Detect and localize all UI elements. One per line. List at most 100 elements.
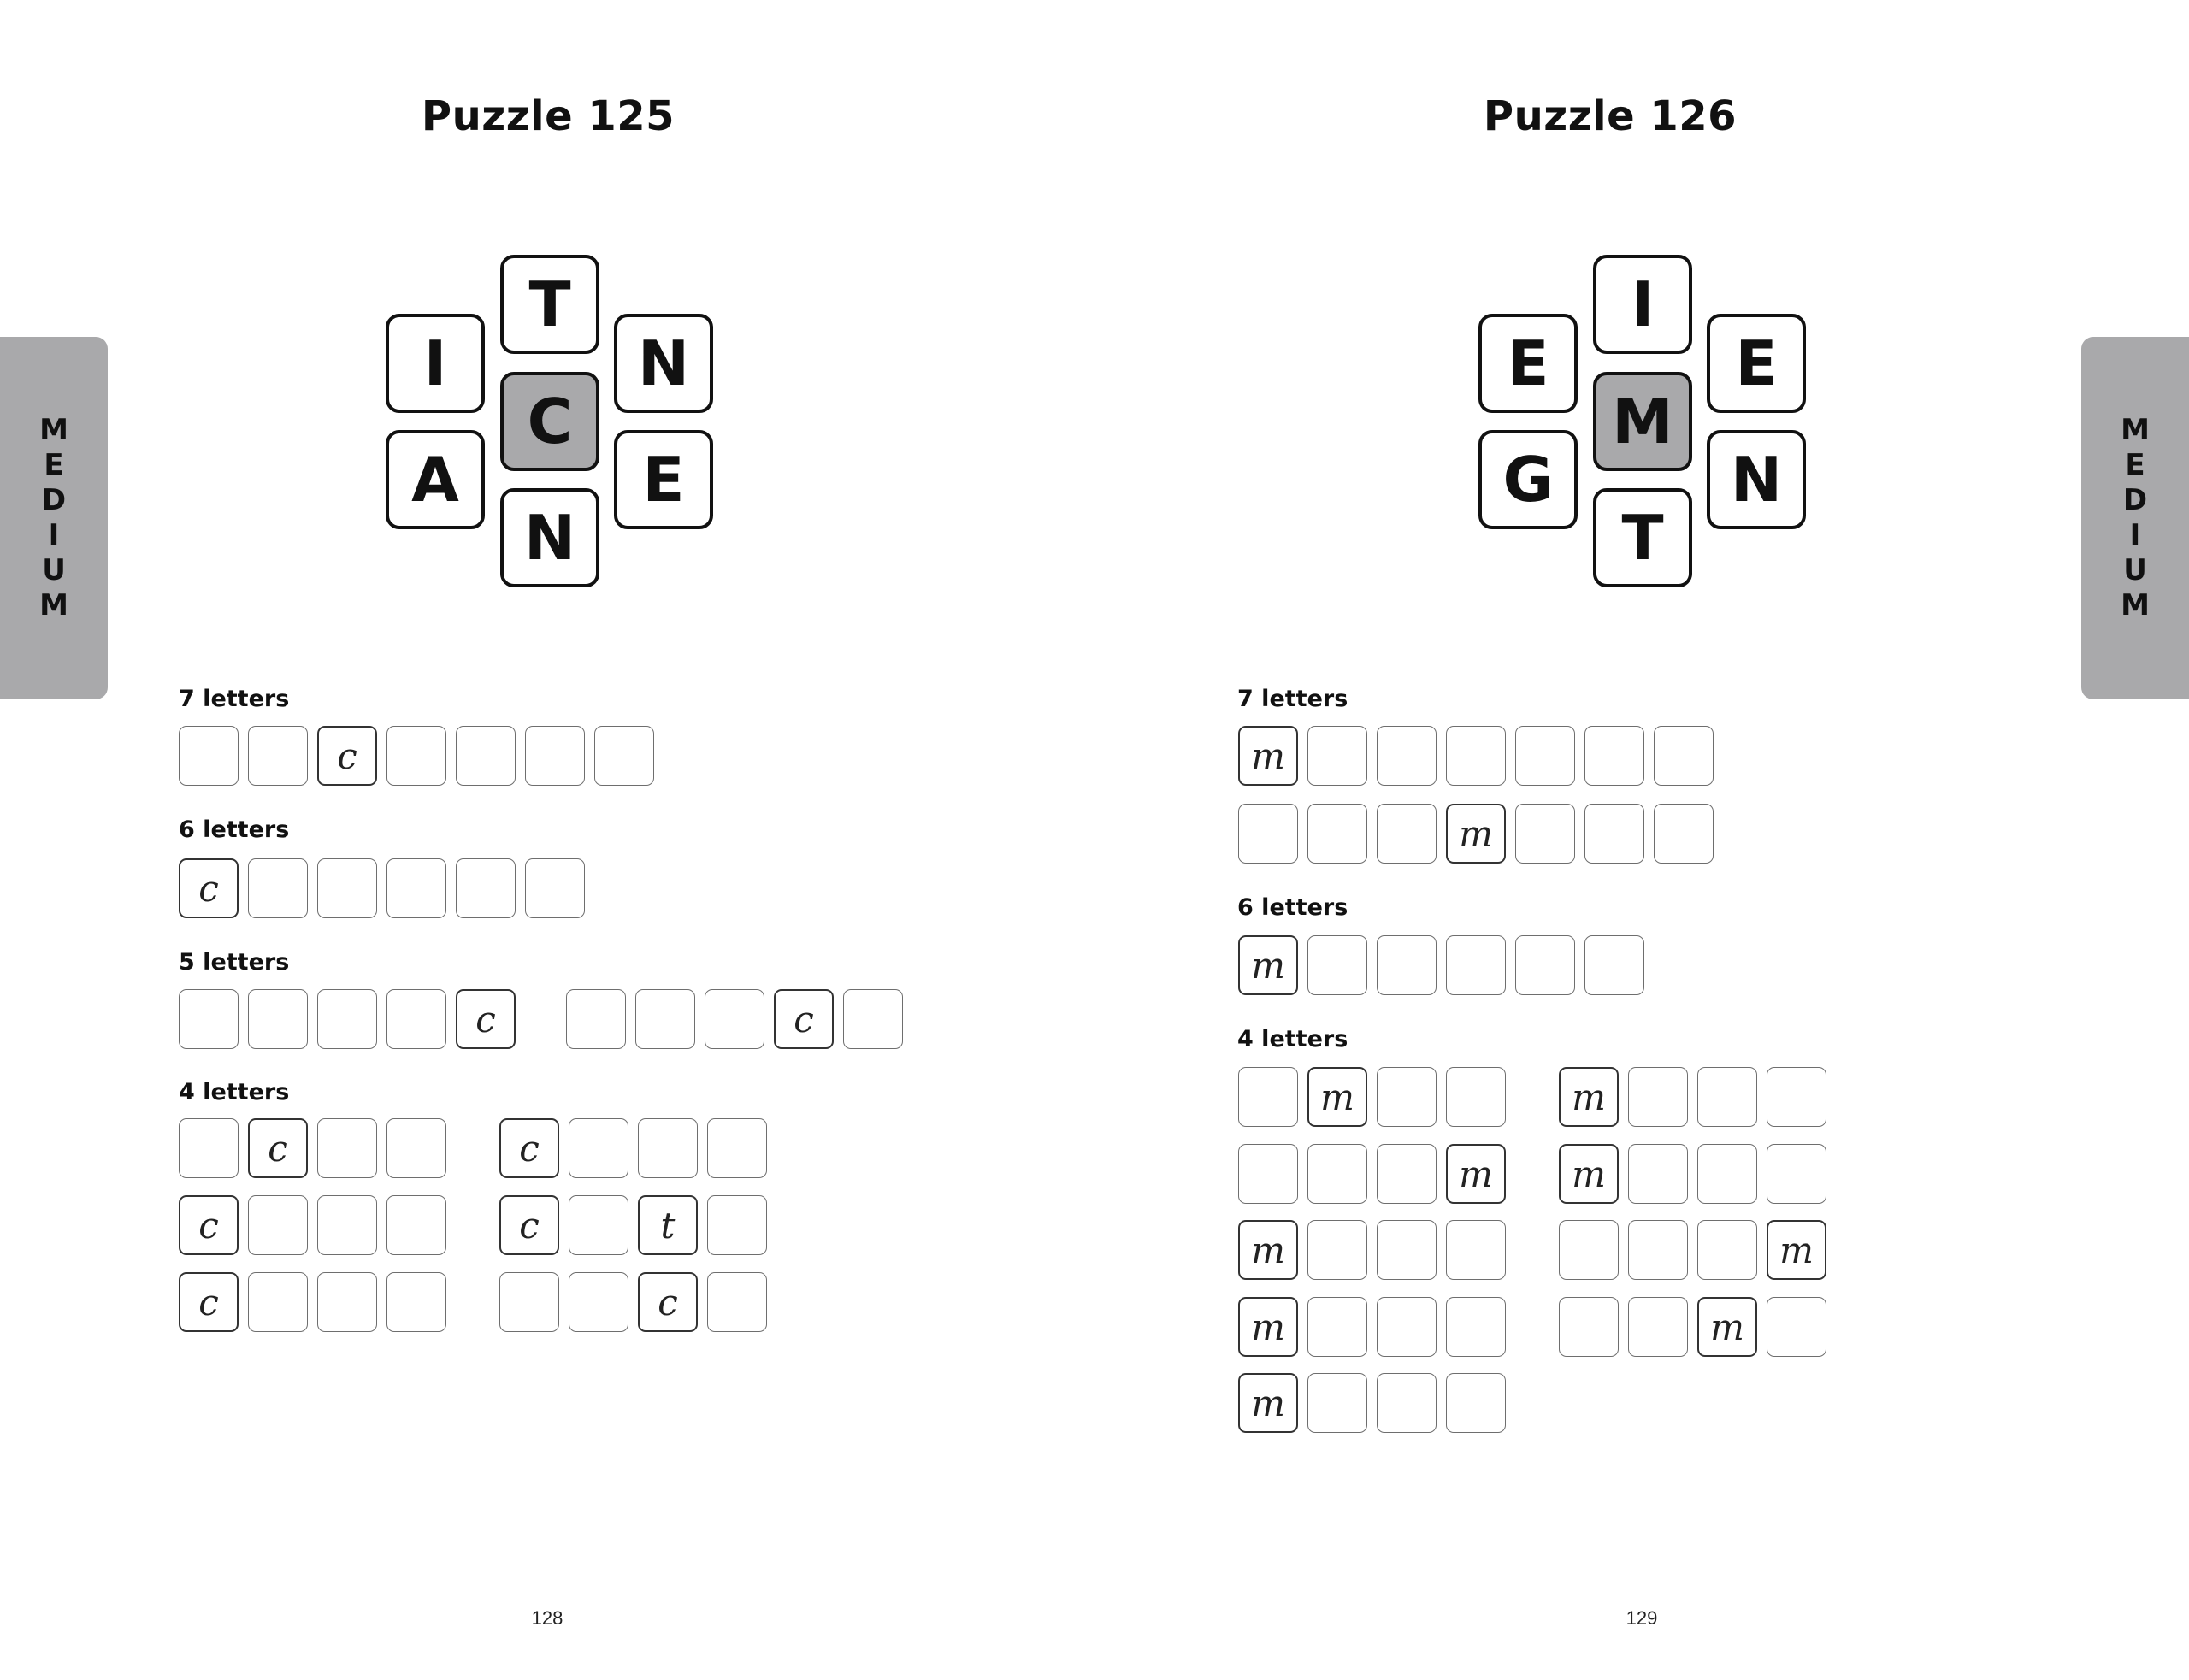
answer-box[interactable] bbox=[1628, 1297, 1688, 1357]
answer-box[interactable] bbox=[1446, 935, 1506, 995]
answer-box-given[interactable]: c bbox=[317, 726, 377, 786]
answer-box[interactable] bbox=[317, 1118, 377, 1178]
answer-box[interactable] bbox=[1446, 1297, 1506, 1357]
answer-box-given[interactable]: m bbox=[1238, 726, 1298, 786]
answer-box[interactable] bbox=[1307, 1220, 1367, 1280]
answer-box[interactable] bbox=[1238, 804, 1298, 864]
answer-box[interactable] bbox=[843, 989, 903, 1049]
answer-box[interactable] bbox=[386, 1272, 446, 1332]
answer-box[interactable] bbox=[1377, 1373, 1437, 1433]
answer-box-given[interactable]: c bbox=[179, 1195, 239, 1255]
answer-box[interactable] bbox=[569, 1272, 628, 1332]
answer-box-given[interactable]: m bbox=[1238, 1297, 1298, 1357]
answer-box[interactable] bbox=[1628, 1067, 1688, 1127]
answer-box[interactable] bbox=[179, 1118, 239, 1178]
answer-box-given[interactable]: m bbox=[1238, 1220, 1298, 1280]
answer-box[interactable] bbox=[1628, 1220, 1688, 1280]
answer-box[interactable] bbox=[248, 858, 308, 918]
answer-box[interactable] bbox=[569, 1195, 628, 1255]
answer-box[interactable] bbox=[525, 726, 585, 786]
answer-box[interactable] bbox=[1628, 1144, 1688, 1204]
answer-box[interactable] bbox=[179, 989, 239, 1049]
answer-box[interactable] bbox=[1697, 1220, 1757, 1280]
answer-box[interactable] bbox=[1446, 726, 1506, 786]
answer-box-given[interactable]: c bbox=[638, 1272, 698, 1332]
answer-box[interactable] bbox=[1584, 935, 1644, 995]
answer-box[interactable] bbox=[1377, 804, 1437, 864]
answer-box[interactable] bbox=[317, 1195, 377, 1255]
answer-box-given[interactable]: m bbox=[1446, 1144, 1506, 1204]
answer-box[interactable] bbox=[248, 726, 308, 786]
answer-box-given[interactable]: m bbox=[1767, 1220, 1826, 1280]
answer-box[interactable] bbox=[317, 858, 377, 918]
answer-box-given[interactable]: c bbox=[248, 1118, 308, 1178]
answer-box[interactable] bbox=[566, 989, 626, 1049]
answer-box[interactable] bbox=[1377, 1220, 1437, 1280]
answer-box[interactable] bbox=[179, 726, 239, 786]
answer-box-given[interactable]: m bbox=[1446, 804, 1506, 864]
answer-box[interactable] bbox=[248, 989, 308, 1049]
answer-box[interactable] bbox=[1654, 726, 1714, 786]
answer-box[interactable] bbox=[1307, 1297, 1367, 1357]
answer-box[interactable] bbox=[569, 1118, 628, 1178]
answer-box[interactable] bbox=[1307, 1373, 1367, 1433]
answer-box[interactable] bbox=[1377, 1144, 1437, 1204]
answer-box-given[interactable]: m bbox=[1559, 1144, 1619, 1204]
answer-box[interactable] bbox=[1446, 1220, 1506, 1280]
answer-box[interactable] bbox=[1307, 1144, 1367, 1204]
answer-box[interactable] bbox=[386, 989, 446, 1049]
answer-box[interactable] bbox=[1697, 1067, 1757, 1127]
answer-box-given[interactable]: m bbox=[1238, 935, 1298, 995]
answer-box[interactable] bbox=[707, 1272, 767, 1332]
answer-box-given[interactable]: m bbox=[1559, 1067, 1619, 1127]
answer-box[interactable] bbox=[1307, 804, 1367, 864]
answer-box[interactable] bbox=[638, 1118, 698, 1178]
answer-box[interactable] bbox=[317, 1272, 377, 1332]
answer-box[interactable] bbox=[317, 989, 377, 1049]
answer-box[interactable] bbox=[1584, 804, 1644, 864]
answer-box[interactable] bbox=[1559, 1297, 1619, 1357]
answer-box[interactable] bbox=[1767, 1067, 1826, 1127]
answer-box[interactable] bbox=[1446, 1067, 1506, 1127]
answer-box[interactable] bbox=[1584, 726, 1644, 786]
answer-box-given[interactable]: t bbox=[638, 1195, 698, 1255]
answer-box[interactable] bbox=[1767, 1144, 1826, 1204]
answer-box[interactable] bbox=[525, 858, 585, 918]
answer-box[interactable] bbox=[635, 989, 695, 1049]
answer-box[interactable] bbox=[594, 726, 654, 786]
answer-box-given[interactable]: c bbox=[179, 858, 239, 918]
answer-box-given[interactable]: m bbox=[1238, 1373, 1298, 1433]
answer-box-given[interactable]: m bbox=[1307, 1067, 1367, 1127]
answer-box[interactable] bbox=[1307, 935, 1367, 995]
answer-box-given[interactable]: c bbox=[499, 1195, 559, 1255]
answer-box[interactable] bbox=[386, 858, 446, 918]
answer-box[interactable] bbox=[248, 1195, 308, 1255]
answer-box[interactable] bbox=[248, 1272, 308, 1332]
answer-box[interactable] bbox=[1377, 1297, 1437, 1357]
answer-box[interactable] bbox=[1654, 804, 1714, 864]
answer-box[interactable] bbox=[1697, 1144, 1757, 1204]
answer-box[interactable] bbox=[1515, 726, 1575, 786]
answer-box[interactable] bbox=[705, 989, 764, 1049]
answer-box[interactable] bbox=[456, 858, 516, 918]
answer-box[interactable] bbox=[386, 726, 446, 786]
answer-box[interactable] bbox=[1446, 1373, 1506, 1433]
answer-box[interactable] bbox=[1377, 726, 1437, 786]
answer-box-given[interactable]: c bbox=[179, 1272, 239, 1332]
answer-box-given[interactable]: m bbox=[1697, 1297, 1757, 1357]
answer-box[interactable] bbox=[707, 1195, 767, 1255]
answer-box[interactable] bbox=[1238, 1144, 1298, 1204]
answer-box[interactable] bbox=[1559, 1220, 1619, 1280]
answer-box[interactable] bbox=[456, 726, 516, 786]
answer-box[interactable] bbox=[1767, 1297, 1826, 1357]
answer-box[interactable] bbox=[707, 1118, 767, 1178]
answer-box[interactable] bbox=[1238, 1067, 1298, 1127]
answer-box[interactable] bbox=[1377, 935, 1437, 995]
answer-box-given[interactable]: c bbox=[774, 989, 834, 1049]
answer-box-given[interactable]: c bbox=[499, 1118, 559, 1178]
answer-box-given[interactable]: c bbox=[456, 989, 516, 1049]
answer-box[interactable] bbox=[1515, 804, 1575, 864]
answer-box[interactable] bbox=[499, 1272, 559, 1332]
answer-box[interactable] bbox=[1515, 935, 1575, 995]
answer-box[interactable] bbox=[386, 1118, 446, 1178]
